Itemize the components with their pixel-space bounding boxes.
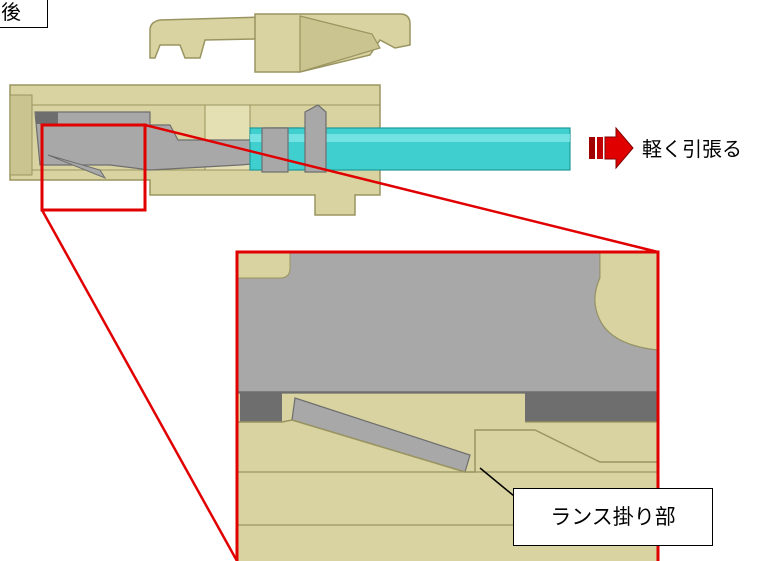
rear-lock [304,104,327,173]
right-arrow-icon [589,126,634,170]
zoom-line-top [144,123,659,254]
rear-label: 後 [0,0,48,28]
housing-front-face [9,94,33,176]
terminal-detail [237,252,658,394]
zoom-line-bottom [40,209,239,561]
connector-side-view [9,13,571,216]
latch-ramp [299,15,381,73]
detail-highlight-box [40,123,147,212]
pull-lightly-label: 軽く引張る [642,137,742,161]
lance-engagement-label: ランス掛り部 [513,488,713,546]
detail-frame [235,250,660,561]
